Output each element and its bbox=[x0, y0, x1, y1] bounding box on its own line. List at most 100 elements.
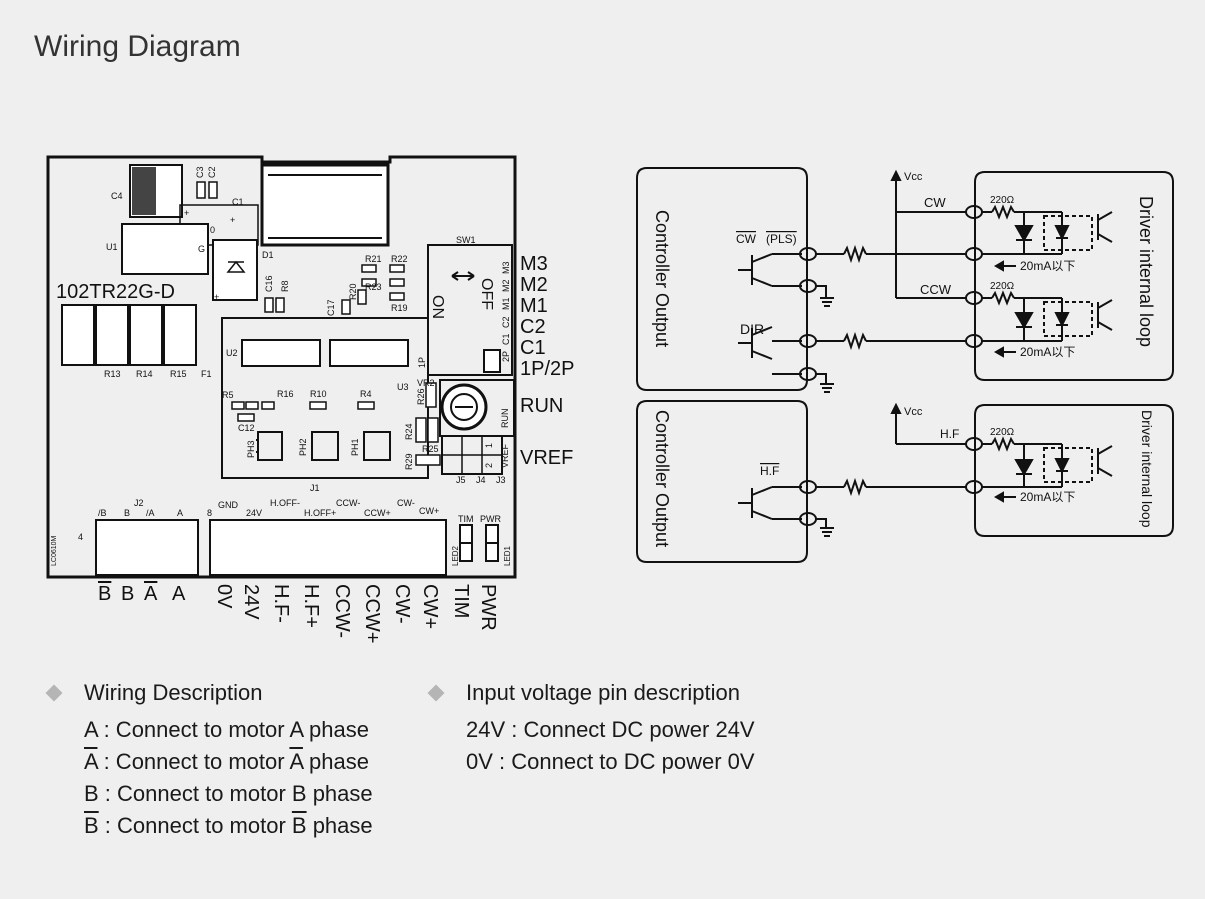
label-sw-2p: 2P bbox=[501, 351, 511, 362]
current-label-1: 20mA以下 bbox=[1020, 259, 1075, 273]
label-g: G bbox=[198, 244, 205, 254]
label-r19: R19 bbox=[391, 303, 408, 313]
hf-label: H.F bbox=[940, 427, 959, 441]
label-sw-m2: M2 bbox=[501, 279, 511, 292]
pin-label-hfp: H.F+ bbox=[300, 584, 322, 628]
bullet-diamond-icon bbox=[45, 684, 63, 702]
driver-internal-loop-label: Driver internal loop bbox=[1136, 196, 1156, 347]
label-two: 2 bbox=[484, 463, 494, 468]
label-sw-m1: M1 bbox=[501, 297, 511, 310]
resistor-label-1: 220Ω bbox=[990, 195, 1015, 206]
label-c16: C16 bbox=[264, 275, 274, 292]
ccw-label: CCW bbox=[920, 282, 952, 297]
label-r20: R20 bbox=[348, 283, 358, 300]
label-vr2: VR2 bbox=[417, 378, 435, 388]
resistor-label-3: 220Ω bbox=[990, 427, 1015, 438]
pin-label-tim: TIM bbox=[450, 584, 472, 618]
label-j1-hoffp: H.OFF+ bbox=[304, 508, 336, 518]
label-u3: U3 bbox=[397, 382, 409, 392]
current-label-3: 20mA以下 bbox=[1020, 490, 1075, 504]
switch-label-m2: M2 bbox=[520, 274, 548, 296]
label-r25: R25 bbox=[422, 444, 439, 454]
label-ph1: PH1 bbox=[350, 438, 360, 456]
controller-output-label-2: Controller Output bbox=[652, 410, 672, 547]
board-big-labels: 102TR22G-D M3 M2 M1 C2 C1 1P/2P RUN VREF bbox=[56, 253, 574, 469]
bullet-diamond-icon bbox=[427, 684, 445, 702]
pin-label-24v: 24V bbox=[240, 584, 262, 620]
pin-label-b: B bbox=[121, 583, 134, 605]
circuit-bottom bbox=[636, 400, 1174, 563]
wiring-item-a-bar: A : Connect to motor A phase bbox=[84, 749, 369, 774]
wiring-description-header: Wiring Description bbox=[84, 680, 263, 705]
pin-label-hfm: H.F- bbox=[270, 584, 292, 623]
bottom-pin-labels: B B A A 0V 24V H.F- H.F+ CCW- CCW+ CW- C… bbox=[98, 583, 499, 643]
resistor-label-2: 220Ω bbox=[990, 281, 1015, 292]
dir-label: DIR bbox=[740, 321, 764, 337]
label-r23: R23 bbox=[365, 282, 382, 292]
label-tim-small: TIM bbox=[458, 514, 474, 524]
label-pwr-small: PWR bbox=[480, 514, 501, 524]
label-c17: C17 bbox=[326, 299, 336, 316]
label-r13: R13 bbox=[104, 369, 121, 379]
label-j2-pin-a: A bbox=[177, 508, 183, 518]
vcc-label-2: Vcc bbox=[904, 406, 923, 418]
label-c12: C12 bbox=[238, 423, 255, 433]
label-j1: J1 bbox=[310, 483, 320, 493]
label-r21: R21 bbox=[365, 254, 382, 264]
label-led2: LED2 bbox=[451, 545, 460, 566]
pls-label: (PLS) bbox=[766, 232, 797, 246]
pin-label-cwp: CW+ bbox=[419, 584, 441, 629]
label-j1-ccwm: CCW- bbox=[336, 498, 360, 508]
label-c1: C1 bbox=[232, 197, 244, 207]
switch-label-1p2p: 1P/2P bbox=[520, 358, 574, 380]
label-d1: D1 bbox=[262, 250, 274, 260]
switch-label-m1: M1 bbox=[520, 295, 548, 317]
driver-internal-loop-label-2: Driver internal loop bbox=[1139, 410, 1155, 528]
label-j1-ccwp: CCW+ bbox=[364, 508, 391, 518]
label-c3: C3 bbox=[195, 166, 205, 178]
pin-label-ccwm: CCW- bbox=[331, 584, 353, 638]
label-j2-pin-b: B bbox=[124, 508, 130, 518]
label-j2-pin-na: /A bbox=[146, 508, 155, 518]
pin-label-na: A bbox=[144, 583, 158, 605]
circuit-top-labels: Controller Output Driver internal loop V… bbox=[652, 171, 1156, 359]
page-title: Wiring Diagram bbox=[34, 30, 241, 63]
label-sw1: SW1 bbox=[456, 235, 476, 245]
switch-label-c1: C1 bbox=[520, 337, 546, 359]
pin-label-pwr: PWR bbox=[477, 584, 499, 631]
label-j1-cwm: CW- bbox=[397, 498, 415, 508]
label-u2: U2 bbox=[226, 348, 238, 358]
current-label-2: 20mA以下 bbox=[1020, 345, 1075, 359]
pin-label-cwm: CW- bbox=[391, 584, 413, 624]
label-j1-hoffm: H.OFF- bbox=[270, 498, 300, 508]
label-j1-24v: 24V bbox=[246, 508, 262, 518]
label-on: ON bbox=[429, 295, 446, 319]
switch-label-c2: C2 bbox=[520, 316, 546, 338]
voltage-item-24v: 24V : Connect DC power 24V bbox=[466, 717, 755, 742]
label-eight: 8 bbox=[207, 508, 212, 518]
pcb-board bbox=[46, 155, 517, 579]
pcb-labels: C4 C3 C2 C1 + + 0 U1 G D1 + R21 R22 R23 … bbox=[51, 166, 512, 566]
switch-arrow bbox=[451, 271, 475, 281]
label-j3: J3 bbox=[496, 475, 506, 485]
pin-label-0v: 0V bbox=[213, 584, 235, 609]
label-r5: R5 bbox=[222, 390, 234, 400]
cw-label: CW bbox=[924, 195, 946, 210]
label-r26: R26 bbox=[416, 388, 426, 405]
label-c4: C4 bbox=[111, 191, 123, 201]
label-led1: LED1 bbox=[503, 545, 512, 566]
label-one: 1 bbox=[484, 443, 494, 448]
wiring-item-b-bar: B : Connect to motor B phase bbox=[84, 813, 373, 838]
model-label: 102TR22G-D bbox=[56, 281, 175, 303]
label-r15: R15 bbox=[170, 369, 187, 379]
label-plus2: + bbox=[230, 215, 235, 225]
label-sw-m3: M3 bbox=[501, 261, 511, 274]
pin-label-ccwp: CCW+ bbox=[361, 584, 383, 643]
cw-pls-label: CW bbox=[736, 232, 757, 246]
label-sw-c1: C1 bbox=[501, 333, 511, 345]
label-r4: R4 bbox=[360, 389, 372, 399]
label-four: 4 bbox=[78, 532, 83, 542]
label-f1: F1 bbox=[201, 369, 212, 379]
label-r8: R8 bbox=[280, 280, 290, 292]
controller-output-label: Controller Output bbox=[652, 210, 672, 347]
